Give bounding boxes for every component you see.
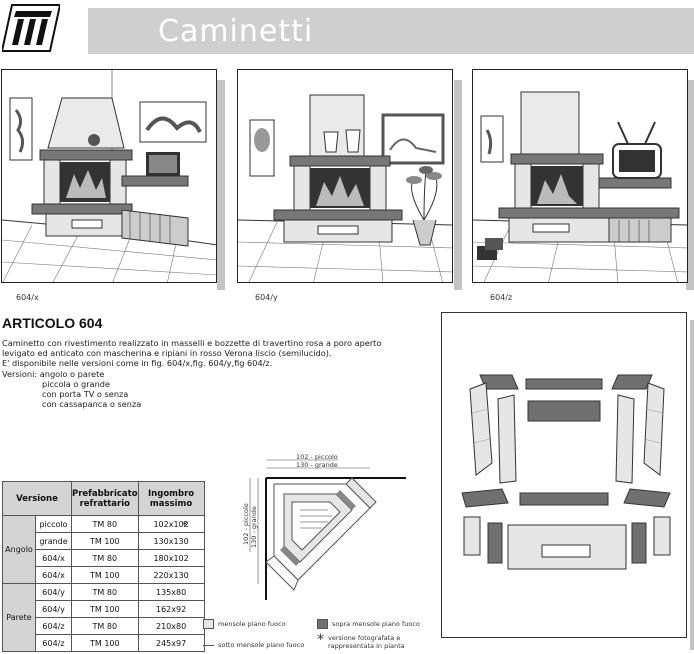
description-line: Versioni: angolo o parete	[2, 368, 105, 379]
version-cell: 604/z	[35, 617, 72, 635]
article-description: Caminetto con rivestimento realizzato in…	[2, 338, 432, 409]
version-cell: 604/z	[35, 634, 72, 652]
legend-item-line: sotto mensole piano fuoco	[203, 641, 304, 649]
plan-dim-top-small: 102 - piccolo	[296, 453, 338, 461]
scene-shadow	[686, 80, 694, 290]
size-cell: 245x97	[137, 634, 205, 652]
article-title: ARTICOLO 604	[2, 315, 103, 331]
header-prefabbricato: Prefabbricato refrattario	[71, 481, 139, 516]
legend-swatch-dark	[317, 619, 328, 629]
header-ingombro: Ingombro massimo	[137, 481, 205, 516]
prefab-cell: TM 80	[71, 549, 139, 567]
legend-label: mensole piano fuoco	[218, 620, 286, 628]
option-line: piccola o grande	[42, 378, 110, 389]
legend-label: versione fotografata e	[328, 634, 401, 642]
prefab-cell: TM 100	[71, 532, 139, 550]
prefab-cell: TM 80	[71, 583, 139, 601]
version-cell: 604/x	[35, 549, 72, 567]
legend-swatch-light	[203, 619, 214, 629]
table-row: Parete 604/y TM 80 135x80	[2, 583, 205, 652]
legend-label: sotto mensole piano fuoco	[218, 641, 305, 649]
fireplace-illustration-604z	[472, 69, 688, 283]
figure-label: 604/y	[255, 293, 278, 302]
figure-label: 604/z	[490, 293, 513, 302]
group-label: Angolo	[2, 515, 36, 584]
legend-item-light: mensole piano fuoco	[203, 619, 286, 629]
group-label: Parete	[2, 583, 36, 652]
table-row: 604/x TM 80 180x102	[3, 549, 205, 567]
exploded-view-diagram	[441, 312, 687, 638]
table-header-row: Versione Prefabbricato refrattario Ingom…	[2, 481, 205, 516]
legend-label: sopra mensole piano fuoco	[332, 620, 420, 628]
plan-dim-side-small: 102 - piccolo	[242, 503, 250, 545]
fireplace-illustration-604x	[1, 69, 217, 283]
prefab-cell: TM 100	[71, 600, 139, 618]
version-cell: 604/y	[35, 583, 72, 601]
title-bar: Caminetti	[88, 8, 694, 54]
size-cell: 210x80	[137, 617, 205, 635]
legend-item-star: * versione fotografata e rappresentata i…	[317, 632, 405, 650]
prefab-cell: TM 100	[71, 566, 139, 584]
exploded-shadow	[690, 320, 694, 650]
star-icon: *	[317, 632, 324, 648]
fireplace-illustration-604y	[237, 69, 453, 283]
description-line: levigato ed anticato con mascherina e ri…	[2, 348, 332, 359]
table-row: grande TM 100 130x130	[3, 532, 205, 550]
version-cell: 604/y	[35, 600, 72, 618]
versions-table: Versione Prefabbricato refrattario Ingom…	[2, 481, 205, 652]
description-line: Caminetto con rivestimento realizzato in…	[2, 338, 382, 348]
size-cell: 220x130	[137, 566, 205, 584]
legend-item-dark: sopra mensole piano fuoco	[317, 619, 420, 629]
size-cell: 102x102	[137, 515, 205, 533]
scene-shadow	[217, 80, 225, 290]
header-versione: Versione	[2, 481, 72, 516]
floor-plan-diagram: 102 - piccolo 130 - grande 102 - piccolo…	[236, 450, 436, 600]
version-cell: piccolo	[35, 515, 72, 533]
description-line: E' disponibile nelle versioni come in fi…	[2, 358, 273, 369]
option-line: con porta TV o senza	[42, 389, 129, 400]
plan-dim-top-large: 130 - grande	[296, 461, 338, 469]
option-line: con cassapanca o senza	[42, 399, 142, 410]
size-cell: 180x102	[137, 549, 205, 567]
version-cell: 604/x	[35, 566, 72, 584]
legend-label: rappresentata in pianta	[328, 642, 405, 650]
page-title: Caminetti	[158, 14, 314, 49]
photographed-version-star: *	[182, 519, 188, 532]
company-logo	[0, 3, 62, 53]
version-cell: grande	[35, 532, 72, 550]
prefab-cell: TM 100	[71, 634, 139, 652]
size-cell: 135x80	[137, 583, 205, 601]
table-row: 604/x TM 100 220x130	[3, 566, 205, 584]
scene-shadow	[454, 80, 462, 290]
size-cell: 162x92	[137, 600, 205, 618]
table-row: Angolo piccolo TM 80 102x102	[2, 515, 205, 584]
table-row: 604/z TM 100 245x97	[3, 634, 205, 652]
size-cell: 130x130	[137, 532, 205, 550]
prefab-cell: TM 80	[71, 617, 139, 635]
plan-dim-side-large: 130 - grande	[250, 506, 258, 548]
figure-label: 604/x	[16, 293, 39, 302]
prefab-cell: TM 80	[71, 515, 139, 533]
legend-line-sample	[203, 644, 214, 646]
